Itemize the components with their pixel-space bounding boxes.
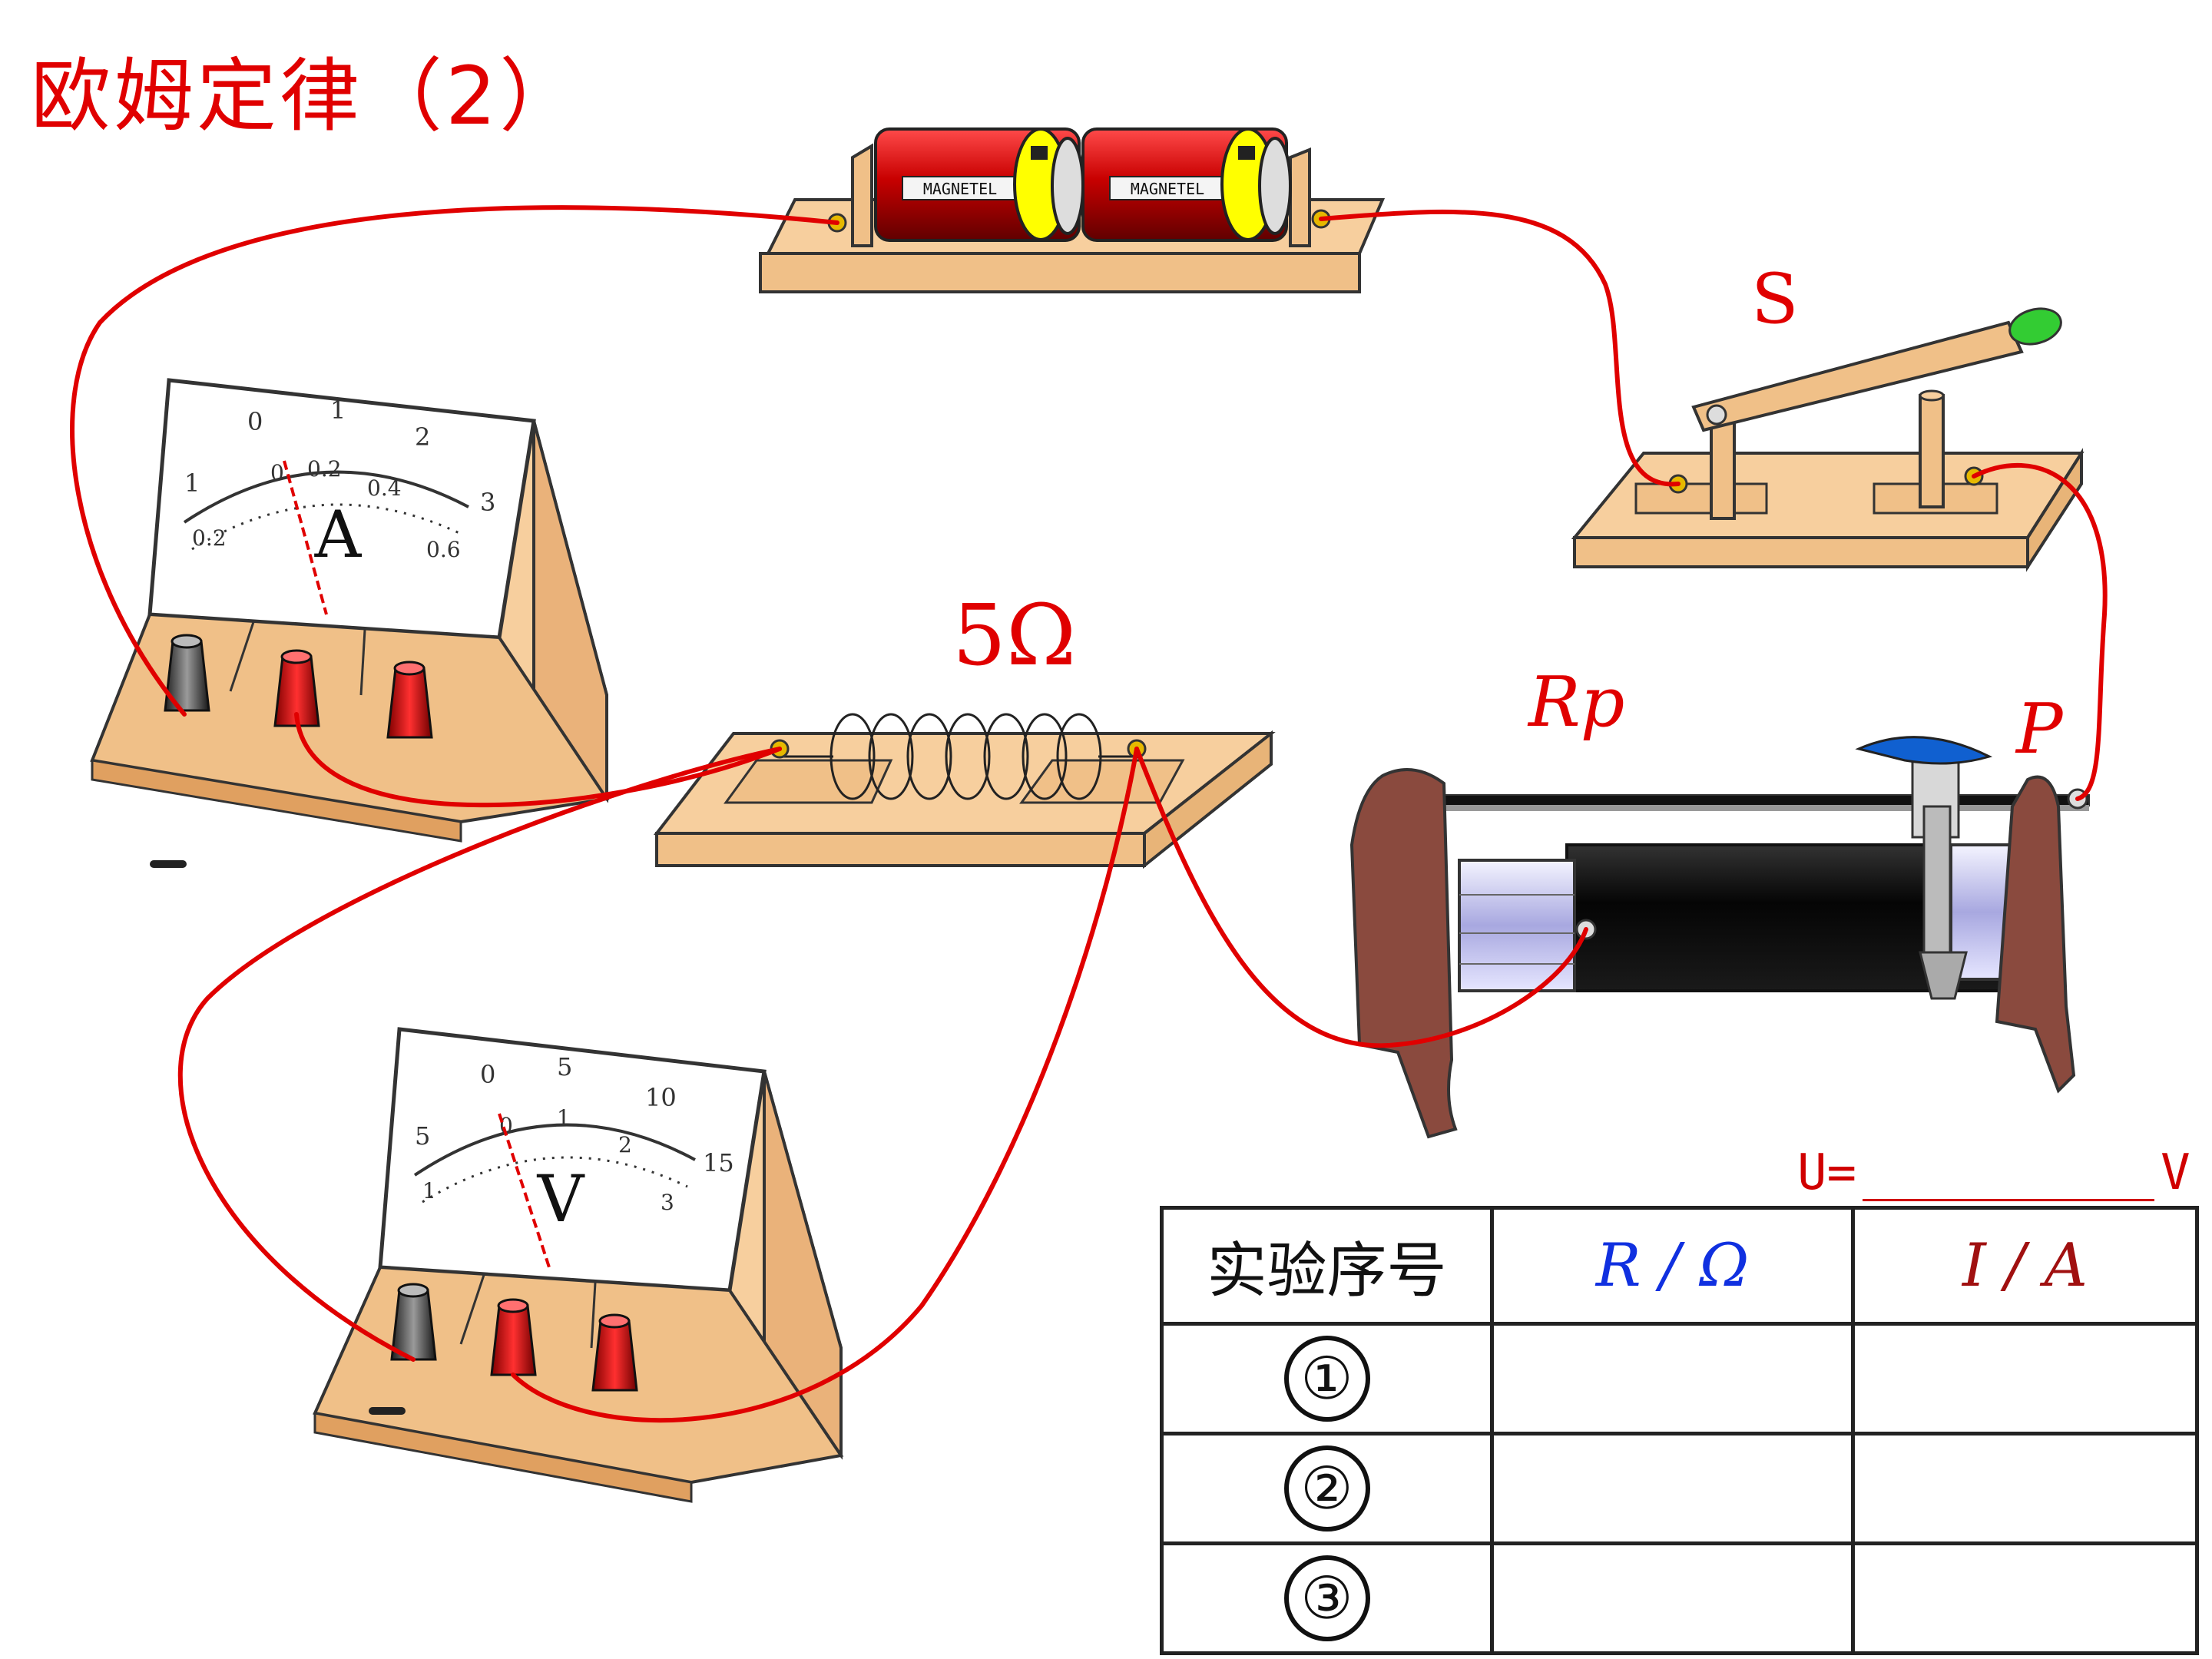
ammeter-scale-bottom-1: 0 — [270, 460, 284, 485]
rheostat-stand-left — [1349, 768, 1458, 1139]
voltmeter-scale-bottom-2: 1 — [557, 1105, 571, 1131]
wire-resistor-voltmeter — [177, 747, 782, 1362]
resistance-cell[interactable] — [1490, 1541, 1855, 1655]
voltmeter-scale-top-4: 15 — [703, 1148, 734, 1177]
ammeter-scale-top-3: 2 — [415, 422, 430, 452]
voltmeter: 5 0 5 10 15 1 0 1 2 3 V — [313, 1027, 844, 1503]
wire-switch-rheostat — [1972, 462, 2108, 801]
current-cell[interactable] — [1851, 1432, 2199, 1545]
knife-switch — [1571, 303, 2085, 572]
row-index-cell: ② — [1160, 1432, 1494, 1545]
switch-handle[interactable] — [2005, 303, 2065, 349]
wires — [70, 205, 2108, 1423]
voltmeter-scale-bottom-4: 3 — [661, 1190, 674, 1215]
row-index-cell: ③ — [1160, 1541, 1494, 1655]
battery-cell-left: MAGNETEL — [874, 127, 1084, 242]
rheostat-stand-right — [1995, 775, 2076, 1094]
wire-resistor-rheostat — [1134, 747, 1588, 1048]
ammeter-terminal-3[interactable] — [386, 661, 433, 739]
resistance-cell[interactable] — [1490, 1322, 1855, 1435]
row-index: ② — [1283, 1445, 1370, 1532]
voltmeter-scale-top-2: 5 — [557, 1052, 572, 1081]
current-cell[interactable] — [1851, 1541, 2199, 1655]
row-index-cell: ① — [1160, 1322, 1494, 1435]
ammeter-terminal-minus[interactable] — [164, 634, 210, 712]
ammeter-scale-bottom-0: 0.2 — [192, 525, 227, 551]
voltmeter-terminal-minus[interactable] — [390, 1283, 437, 1361]
voltage-suffix: V — [2161, 1144, 2190, 1201]
switch-blade[interactable] — [1691, 320, 2024, 432]
ammeter-scale-top-0: 1 — [184, 469, 200, 498]
header-current: I / A — [1851, 1206, 2199, 1326]
battery-cell-right: MAGNETEL — [1081, 127, 1292, 242]
ammeter-scale-top-2: 1 — [330, 396, 346, 425]
ammeter-scale-bottom-2: 0.2 — [307, 456, 342, 482]
table-row: ② — [1160, 1432, 2199, 1545]
voltage-prefix: U= — [1797, 1144, 1857, 1201]
voltmeter-scale-bottom-3: 2 — [618, 1132, 632, 1157]
row-index: ③ — [1283, 1555, 1370, 1641]
slider-label: P — [2015, 689, 2064, 770]
wire-ammeter-resistor — [294, 712, 782, 808]
table-row: ① — [1160, 1322, 2199, 1435]
voltmeter-terminal-3[interactable] — [490, 1298, 537, 1376]
voltmeter-scale-top-3: 10 — [645, 1083, 677, 1112]
voltmeter-scale-top-1: 0 — [480, 1060, 495, 1089]
ammeter-unit: A — [314, 497, 363, 572]
data-table: 实验序号 R / Ω I / A ① ② ③ — [1160, 1206, 2199, 1655]
resistor-label: 5Ω — [952, 586, 1076, 684]
battery-brand-left: MAGNETEL — [923, 180, 997, 198]
switch-label: S — [1751, 259, 1799, 339]
battery-holder: MAGNETEL MAGNETEL — [759, 127, 1386, 293]
ammeter-scale-bottom-4: 0.6 — [426, 537, 461, 562]
wire-battery-ammeter — [70, 205, 839, 717]
resistor-coil — [783, 713, 1133, 800]
ammeter-scale-bottom-3: 0.4 — [367, 475, 402, 501]
resistance-cell[interactable] — [1490, 1432, 1855, 1545]
rheostat — [1349, 736, 2090, 1139]
rheostat-slider[interactable] — [1855, 736, 1993, 1000]
battery-brand-right: MAGNETEL — [1131, 180, 1204, 198]
current-cell[interactable] — [1851, 1322, 2199, 1435]
voltage-readout: U= V — [1797, 1144, 2190, 1201]
page-title: 欧姆定律（2） — [31, 49, 583, 143]
wire-battery-switch — [1319, 209, 1681, 487]
row-index: ① — [1283, 1336, 1370, 1422]
ammeter: 1 0 1 2 3 0.2 0 0.2 0.4 0.6 A — [90, 378, 610, 868]
voltmeter-terminal-15[interactable] — [591, 1313, 638, 1392]
wire-voltmeter-resistor — [511, 747, 1139, 1423]
header-resistance: R / Ω — [1490, 1206, 1855, 1326]
fixed-resistor — [653, 713, 1276, 869]
voltmeter-scale-bottom-0: 1 — [422, 1178, 436, 1204]
ammeter-needle — [283, 460, 328, 615]
table-row: ③ — [1160, 1541, 2199, 1655]
ammeter-scale-top-4: 3 — [480, 488, 495, 517]
voltmeter-unit: V — [537, 1161, 585, 1237]
ammeter-scale-top-1: 0 — [247, 407, 263, 436]
table-header-row: 实验序号 R / Ω I / A — [1160, 1206, 2199, 1326]
ammeter-terminal-0.6[interactable] — [273, 649, 320, 727]
voltmeter-scale-top-0: 5 — [415, 1121, 430, 1151]
rheostat-label: Rp — [1527, 662, 1624, 743]
voltage-blank[interactable] — [1863, 1159, 2155, 1201]
header-trial-number: 实验序号 — [1160, 1206, 1494, 1326]
